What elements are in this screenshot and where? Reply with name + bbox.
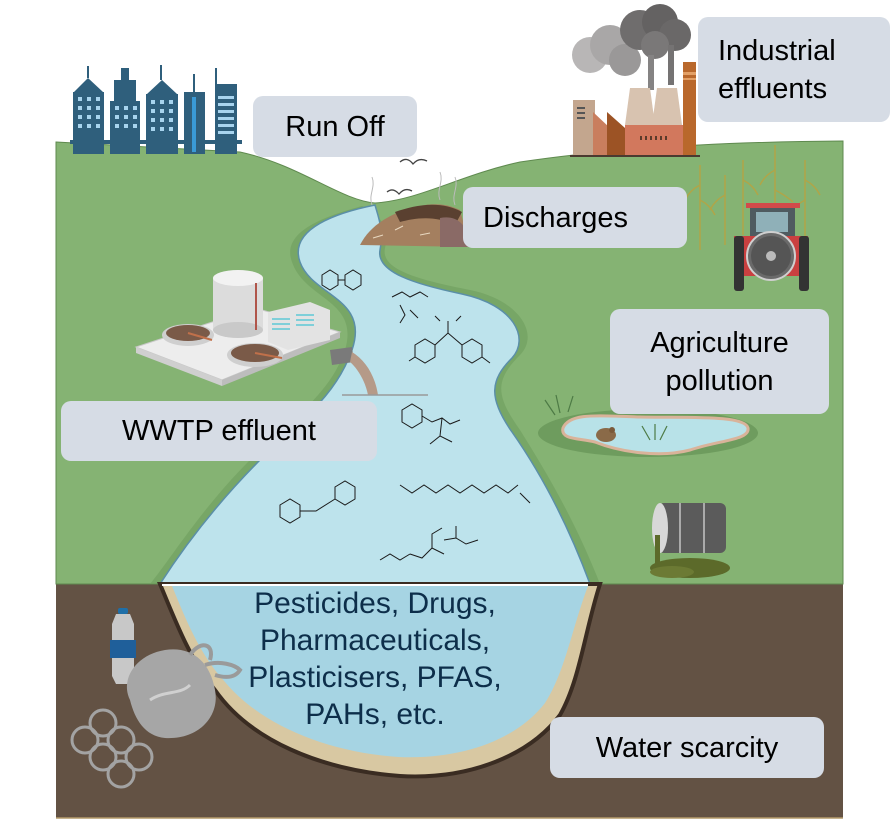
molecule-structure-icon (279, 269, 531, 561)
label-run-off-text: Run Off (285, 110, 385, 143)
smoke-icon (572, 4, 691, 90)
groundwater-body (172, 586, 588, 758)
label-water-scarcity: Water scarcity (550, 717, 824, 778)
label-water-scarcity-text: Water scarcity (595, 731, 779, 764)
plastic-bottle-icon (110, 608, 136, 684)
contaminants-line: Pharmaceuticals, (259, 624, 491, 657)
plastic-bag-icon (126, 643, 243, 739)
label-industrial-effluents: Industrial effluents (698, 17, 890, 122)
contaminants-list: Pesticides, Drugs, Pharmaceuticals, Plas… (200, 585, 550, 733)
label-run-off: Run Off (253, 96, 417, 157)
waste-heap-icon (360, 171, 470, 247)
contaminants-line: PAHs, etc. (305, 698, 445, 731)
contaminants-line: Pesticides, Drugs, (254, 587, 496, 620)
label-agriculture-line2: pollution (665, 364, 774, 397)
oil-barrel-spill-icon (650, 503, 730, 578)
label-discharges-text: Discharges (483, 201, 629, 234)
pond-icon (538, 394, 758, 457)
label-agriculture-line1: Agriculture (650, 326, 789, 359)
label-agriculture-pollution: Agriculture pollution (610, 309, 829, 414)
birds-icon (386, 158, 428, 195)
label-wwtp-text: WWTP effluent (122, 415, 316, 447)
factory-icon (570, 62, 700, 157)
label-industrial-line1: Industrial (718, 34, 836, 67)
label-discharges: Discharges (463, 187, 687, 248)
tractor-sprayer-icon (734, 203, 809, 291)
toad-icon (596, 427, 616, 442)
label-wwtp-effluent: WWTP effluent (61, 401, 377, 461)
wwtp-plant-icon (134, 270, 342, 386)
outfall-pipe-icon (330, 347, 428, 396)
contaminants-line: Plasticisers, PFAS, (248, 661, 502, 694)
city-skyline-icon (70, 65, 242, 154)
label-industrial-line2: effluents (718, 72, 828, 105)
six-pack-rings-icon (70, 708, 154, 789)
